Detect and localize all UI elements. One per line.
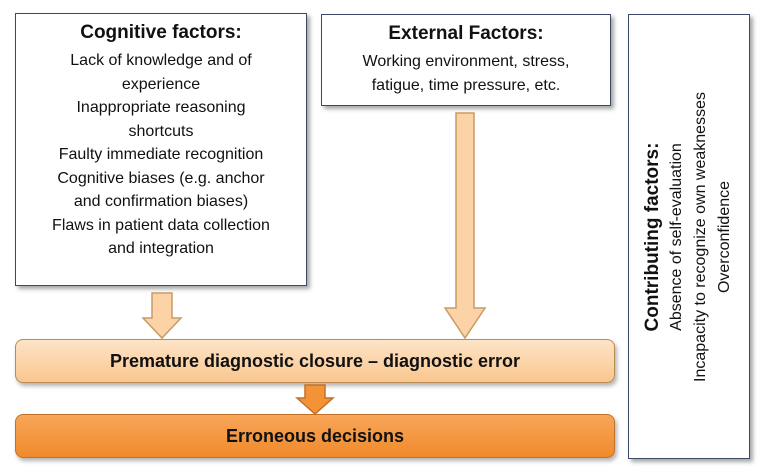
cognitive-factor-line: and integration	[108, 240, 214, 257]
cognitive-factor-line: shortcuts	[128, 122, 194, 140]
cognitive-factor-line: experience	[121, 75, 201, 93]
cognitive-factor-line: Cognitive biases (e.g. anchor	[57, 169, 265, 187]
down-arrow-cognitive	[141, 292, 183, 340]
erroneous-decisions-box: Erroneous decisions	[15, 414, 615, 458]
contributing-factors-title: Contributing factors:	[642, 142, 663, 331]
premature-closure-label: Premature diagnostic closure – diagnosti…	[109, 350, 521, 371]
cognitive-factors-box: Cognitive factors: Lack of knowledge and…	[15, 13, 307, 286]
cognitive-factor-line: Lack of knowledge and of	[70, 52, 252, 69]
contributing-factors-box: Contributing factors: Absence of self-ev…	[628, 14, 750, 459]
cognitive-factors-list: Lack of knowledge and of experience Inap…	[16, 49, 306, 261]
cognitive-factor-line: Flaws in patient data collection	[52, 216, 270, 234]
external-factors-box: External Factors: Working environment, s…	[321, 14, 611, 106]
contributing-factor-line: Absence of self-evaluation	[668, 142, 685, 331]
external-factor-line: Working environment, stress,	[362, 53, 570, 70]
premature-closure-box: Premature diagnostic closure – diagnosti…	[15, 339, 615, 383]
erroneous-decisions-label: Erroneous decisions	[225, 425, 405, 446]
cognitive-factor-line: and confirmation biases)	[73, 193, 249, 210]
cognitive-factor-line: Inappropriate reasoning	[76, 99, 246, 116]
external-factors-list: Working environment, stress, fatigue, ti…	[322, 50, 610, 97]
cognitive-factors-title: Cognitive factors:	[80, 22, 242, 43]
cognitive-factor-line: Faulty immediate recognition	[58, 146, 264, 163]
contributing-factors-rotated-text: Contributing factors: Absence of self-ev…	[641, 27, 737, 447]
contributing-factor-line: Overconfidence	[716, 180, 733, 293]
external-factors-title: External Factors:	[388, 23, 544, 44]
down-arrow-outcome	[295, 384, 335, 416]
external-factor-line: fatigue, time pressure, etc.	[371, 76, 561, 94]
contributing-factor-line: Incapacity to recognize own weaknesses	[692, 91, 709, 382]
down-arrow-external	[443, 112, 487, 340]
